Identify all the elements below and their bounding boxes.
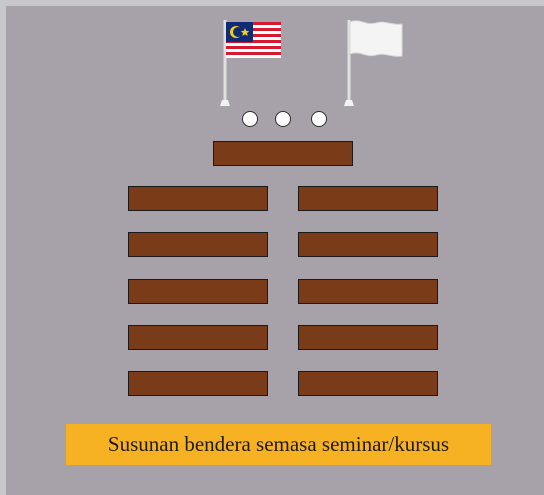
diagram-caption: Susunan bendera semasa seminar/kursus [66,424,491,465]
white-flag-stand [338,0,428,110]
participant-table-right-3 [298,279,438,304]
participant-table-left-4 [128,325,268,350]
participant-table-left-2 [128,232,268,257]
participant-table-right-5 [298,371,438,396]
participant-table-right-2 [298,232,438,257]
participant-table-left-5 [128,371,268,396]
seat-center [275,111,291,127]
participant-table-left-3 [128,279,268,304]
malaysia-flag-icon [220,20,281,106]
seat-right [311,111,327,127]
diagram-background [6,6,544,495]
participant-table-left-1 [128,186,268,211]
participant-table-right-1 [298,186,438,211]
malaysia-flag-stand [214,0,304,110]
seat-left [242,111,258,127]
white-flag-icon [344,20,403,106]
participant-table-right-4 [298,325,438,350]
head-table [213,141,353,166]
